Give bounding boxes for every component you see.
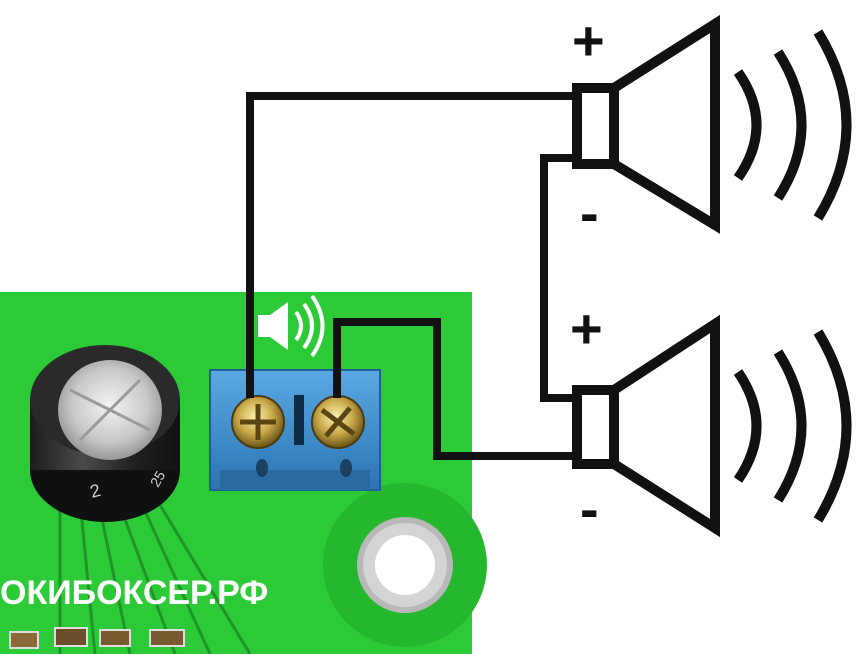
screw-terminal-block bbox=[209, 369, 381, 491]
speaker-sound-icon bbox=[258, 294, 325, 358]
wire-top-minus-to-bottom-plus bbox=[540, 154, 580, 402]
smd-components bbox=[9, 627, 185, 649]
speaker-top-icon bbox=[572, 14, 720, 234]
speaker-top-sound-waves-icon bbox=[733, 29, 852, 221]
wire-right-terminal-to-bottom-minus bbox=[333, 318, 580, 460]
speaker-bottom-icon bbox=[572, 314, 720, 538]
speaker-bottom-plus-sign: + bbox=[570, 297, 603, 360]
board-label: ОКИБОКСЕР.РФ bbox=[0, 574, 268, 612]
speaker-bottom-sound-waves-icon bbox=[733, 329, 852, 523]
pcb-board: 2 25 ОКИБО bbox=[0, 292, 487, 654]
speaker-bottom: + - bbox=[570, 297, 852, 540]
wire-left-terminal-to-top-plus bbox=[246, 92, 580, 398]
capacitor-marking-a: 2 bbox=[88, 480, 103, 502]
speaker-top-plus-sign: + bbox=[572, 9, 605, 72]
wires bbox=[246, 92, 580, 460]
speaker-bottom-minus-sign: - bbox=[580, 477, 599, 540]
capacitor-marking-b: 25 bbox=[147, 468, 169, 490]
mounting-hole bbox=[323, 483, 487, 647]
electrolytic-capacitor: 2 25 bbox=[30, 345, 180, 522]
speaker-top: + - bbox=[572, 9, 852, 244]
speaker-top-minus-sign: - bbox=[580, 181, 599, 244]
